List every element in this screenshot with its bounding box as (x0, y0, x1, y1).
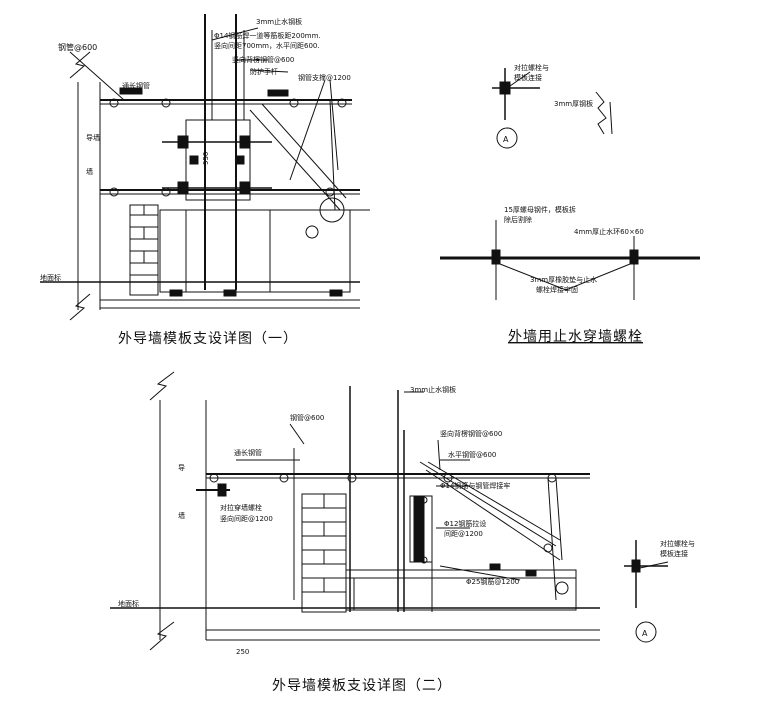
label-ground: 地面标 (40, 273, 61, 282)
label-vertical-pipe: 竖向背楞钢管@600 (232, 55, 294, 64)
label-pipe-600: 钢管@600 (58, 42, 97, 52)
label-brace-1200: 钢管支撑@1200 (298, 73, 351, 82)
label-rebar-weld: Φ14钢筋与钢管焊接牢 (440, 481, 510, 490)
label-weld-note-1: 15厚螺母钢件，模板拆 (504, 205, 576, 214)
marker-a-top: A (503, 135, 509, 144)
detail-two-caption: 外导墙模板支设详图（二） (272, 678, 452, 694)
label-cushion-1: 3mm厚橡胶垫与止水 (530, 275, 597, 284)
detail-two (110, 371, 669, 651)
detail-bolt-caption: 外墙用止水穿墙螺栓 (508, 329, 643, 345)
label-nut-right-1: 对拉螺栓与 (660, 539, 695, 548)
label-bolt-1: 对拉穿墙螺栓 (220, 503, 262, 512)
label-water-ring: 4mm厚止水环60×60 (574, 227, 644, 236)
label-vertical-pipe-2: 竖向背楞钢管@600 (440, 429, 502, 438)
detail-bolt-labels: 对拉螺栓与 模板连接 3mm厚钢板 A 15厚螺母钢件，模板拆 除后割除 4mm… (503, 63, 644, 345)
label-rebar-note-1: Φ14钢筋焊一道等筋板距200mm. (214, 31, 321, 40)
label-hand-rail: 防护手杆 (250, 67, 278, 76)
marker-a-bottom: A (642, 629, 648, 638)
label-stop-plate-2: 3mm止水钢板 (410, 385, 456, 394)
label-brace-1: Φ12钢筋拉设 (444, 519, 486, 528)
label-through-pipe-2: 通长钢管 (234, 448, 262, 457)
label-horizontal-pipe: 水平钢管@600 (448, 450, 496, 459)
label-ground-2: 地面标 (118, 599, 139, 608)
label-bolt-2: 竖向间距@1200 (220, 514, 273, 523)
label-weld-note-2: 除后割除 (504, 215, 532, 224)
label-dim-950: 950 (202, 152, 210, 165)
detail-one-labels: 钢管@600 3mm止水钢板 Φ14钢筋焊一道等筋板距200mm. 竖向间距70… (40, 17, 351, 347)
label-nut-top-2: 模板连接 (514, 73, 542, 82)
label-wall: 导墙 (86, 133, 100, 142)
label-dim-250: 250 (236, 648, 249, 656)
label-nut-top: 对拉螺栓与 (514, 63, 549, 72)
detail-two-labels: 3mm止水钢板 钢管@600 通长钢管 对拉穿墙螺栓 竖向间距@1200 竖向背… (118, 385, 695, 694)
label-nut-right-2: 模板连接 (660, 549, 688, 558)
detail-one (40, 14, 370, 321)
label-wall-2: 墙 (86, 167, 93, 176)
label-brace-2: 间距@1200 (444, 530, 483, 538)
label-embed: Φ25钢筋@1200 (466, 577, 519, 586)
label-rebar-note-2: 竖向间距700mm，水平间距600. (214, 41, 320, 50)
label-wall-d2-2: 墙 (178, 511, 185, 520)
label-stop-plate: 3mm止水钢板 (256, 17, 302, 26)
label-wall-d2-1: 导 (178, 464, 185, 472)
detail-one-caption: 外导墙模板支设详图（一） (118, 331, 298, 347)
detail-bolt (440, 68, 700, 300)
label-through-pipe: 通长钢管 (122, 81, 150, 90)
label-plate-3mm: 3mm厚钢板 (554, 99, 593, 108)
label-cushion-2: 螺栓焊接牢固 (536, 285, 578, 294)
label-pipe-600-2: 钢管@600 (290, 413, 324, 422)
